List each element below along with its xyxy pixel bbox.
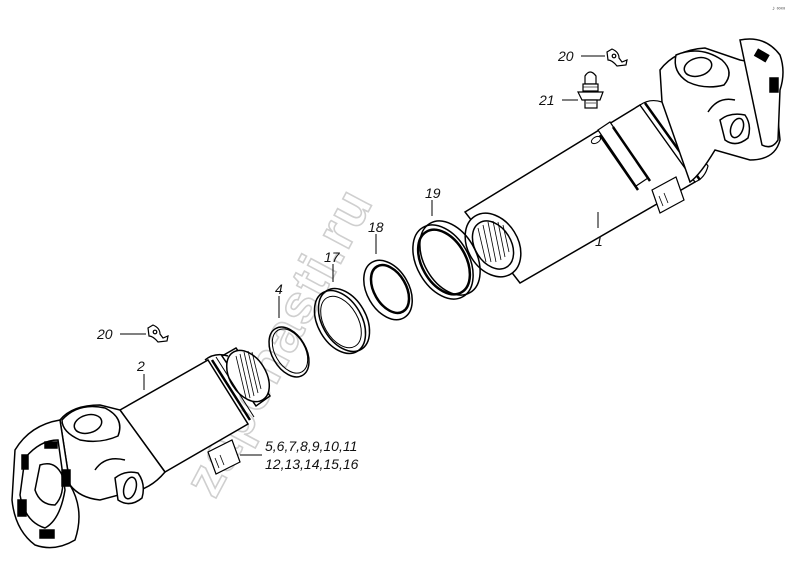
- part-18-ring: [363, 234, 413, 321]
- part-17-ring: [313, 264, 371, 355]
- label-parts-set-line2: 12,13,14,15,16: [265, 456, 359, 472]
- part-1-shaft-tube: [463, 38, 784, 284]
- part-20-clip-top: [581, 48, 628, 67]
- label-part-18: 18: [368, 219, 384, 235]
- label-part-21: 21: [538, 92, 555, 108]
- label-part-20-left: 20: [96, 326, 113, 342]
- part-4-ring: [268, 296, 310, 378]
- label-part-20-top: 20: [557, 48, 574, 64]
- label-part-17: 17: [324, 249, 341, 265]
- part-20-clip-left: [120, 324, 169, 343]
- label-part-1: 1: [595, 233, 603, 249]
- label-part-2: 2: [136, 358, 145, 374]
- label-part-4: 4: [275, 281, 283, 297]
- part-21-grease-fitting: [562, 71, 604, 109]
- plate-lower: [207, 439, 262, 475]
- corner-mark: ♪ ∞∞: [772, 6, 785, 12]
- plate-upper: [651, 176, 685, 214]
- label-parts-set-line1: 5,6,7,8,9,10,11: [265, 438, 357, 454]
- part-19-ring: [412, 200, 481, 300]
- part-2-splined-shaft: [11, 347, 272, 549]
- label-part-19: 19: [425, 185, 441, 201]
